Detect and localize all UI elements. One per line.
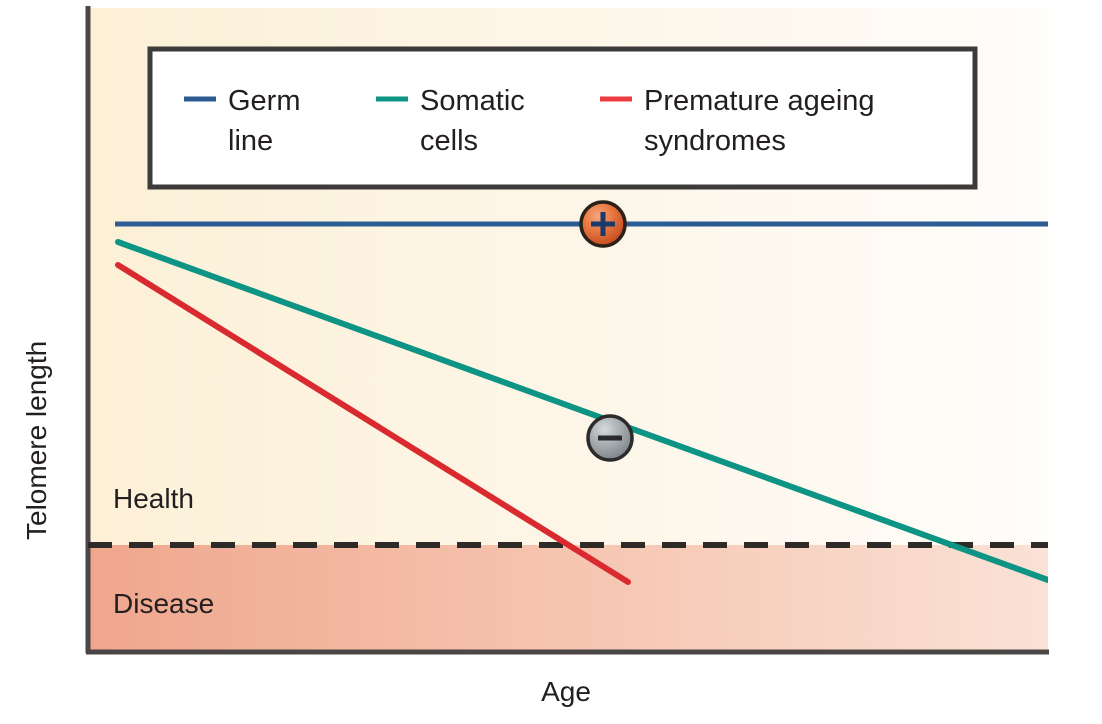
series-line-somatic-cells bbox=[115, 239, 1048, 583]
disease-region-label: Disease bbox=[113, 588, 214, 619]
legend-item-premature-ageing[interactable]: Premature ageing syndromes bbox=[600, 85, 875, 157]
minus-marker bbox=[586, 414, 634, 462]
plus-icon bbox=[591, 212, 615, 236]
plus-marker bbox=[579, 200, 627, 248]
legend-label-somatic-cells-2: cells bbox=[420, 125, 478, 157]
legend-label-premature-ageing-2: syndromes bbox=[644, 125, 786, 157]
health-region-label: Health bbox=[113, 483, 194, 514]
legend: Germ line Somatic cells Premature ageing… bbox=[147, 46, 978, 190]
y-axis-title: Telomere length bbox=[21, 341, 52, 540]
legend-label-premature-ageing-1: Premature ageing bbox=[644, 85, 875, 117]
series-line-premature-ageing-syndromes bbox=[115, 262, 631, 585]
legend-label-somatic-cells-1: Somatic bbox=[420, 85, 525, 117]
legend-item-germ-line[interactable]: Germ line bbox=[184, 85, 301, 157]
x-axis-title: Age bbox=[541, 676, 591, 707]
legend-label-germ-line-2: line bbox=[228, 125, 273, 157]
legend-item-somatic-cells[interactable]: Somatic cells bbox=[376, 85, 525, 157]
legend-box bbox=[147, 46, 978, 190]
legend-label-germ-line-1: Germ bbox=[228, 85, 301, 117]
disease-region bbox=[86, 545, 1048, 652]
